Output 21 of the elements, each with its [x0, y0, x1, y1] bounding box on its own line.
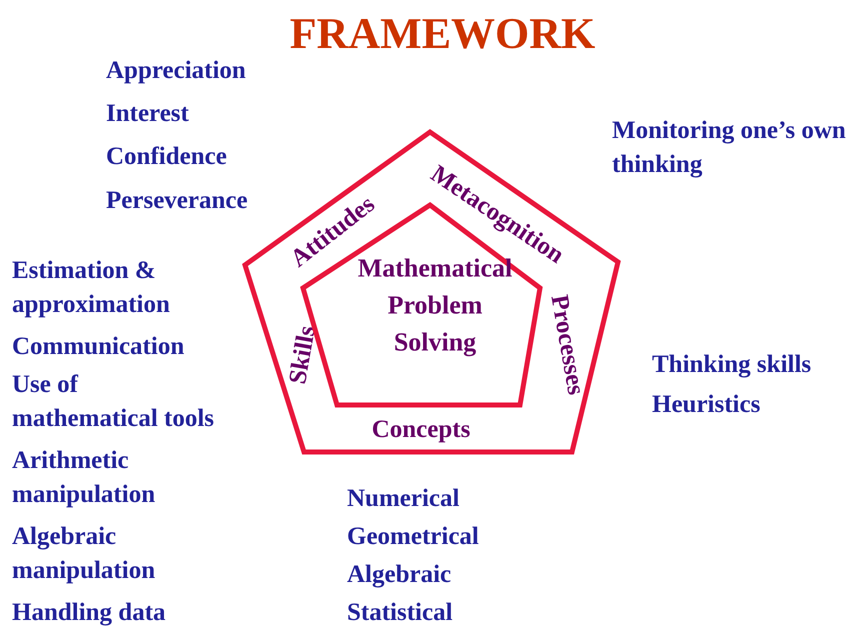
- list-item: Statistical: [347, 598, 453, 628]
- list-item: Appreciation: [106, 56, 246, 86]
- list-item: Heuristics: [652, 390, 760, 420]
- list-item: Arithmetic manipulation: [12, 446, 156, 510]
- side-label: Processes: [544, 292, 590, 398]
- list-item: Handling data: [12, 598, 166, 628]
- list-item: Geometrical: [347, 522, 479, 552]
- title: FRAMEWORK: [288, 8, 596, 59]
- list-item: Confidence: [106, 142, 227, 172]
- list-item: Numerical: [347, 484, 460, 514]
- list-item: Algebraic: [347, 560, 452, 590]
- list-item: Perseverance: [106, 186, 248, 216]
- side-label: Concepts: [372, 416, 470, 444]
- list-item: Communication: [12, 332, 184, 362]
- list-item: Estimation & approximation: [12, 256, 171, 320]
- side-label: Skills: [284, 324, 322, 386]
- list-item: Thinking skills: [652, 350, 812, 380]
- list-item: Algebraic manipulation: [12, 522, 156, 586]
- list-item: Interest: [106, 99, 189, 129]
- list-item: Use of mathematical tools: [12, 370, 216, 434]
- list-item: Monitoring one’s own thinking: [612, 116, 847, 180]
